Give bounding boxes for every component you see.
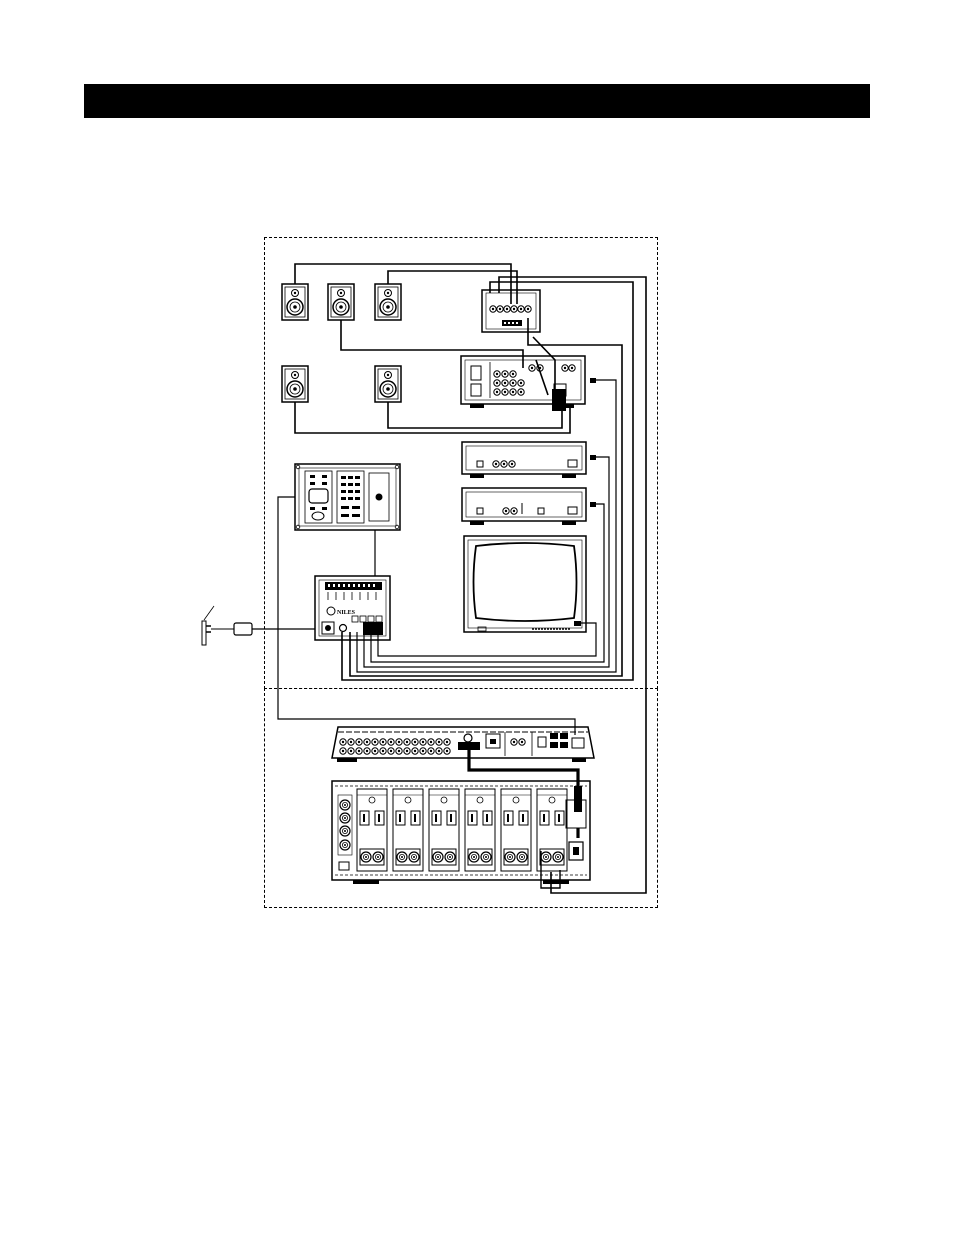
plug-icon bbox=[202, 606, 252, 645]
speaker-icon bbox=[282, 366, 308, 402]
keypad-wall-plate bbox=[295, 464, 400, 530]
multizone-controller bbox=[332, 727, 594, 762]
television bbox=[464, 536, 586, 632]
brand-label: NILES bbox=[337, 610, 356, 616]
speaker-front-right bbox=[375, 284, 401, 320]
speaker-center bbox=[328, 284, 354, 320]
ir-connecting-block: NILES bbox=[315, 576, 390, 640]
speaker-front-left bbox=[282, 284, 308, 320]
speaker-icon bbox=[375, 366, 401, 402]
speaker-icon bbox=[328, 284, 354, 320]
speaker-icon bbox=[282, 284, 308, 320]
source-component-2 bbox=[462, 488, 586, 525]
speaker-icon bbox=[375, 284, 401, 320]
multichannel-amplifier bbox=[332, 781, 590, 884]
speaker-rear-left bbox=[282, 366, 308, 402]
source-component-1 bbox=[462, 442, 586, 478]
speaker-rear-right bbox=[375, 366, 401, 402]
power-supply bbox=[202, 606, 252, 645]
